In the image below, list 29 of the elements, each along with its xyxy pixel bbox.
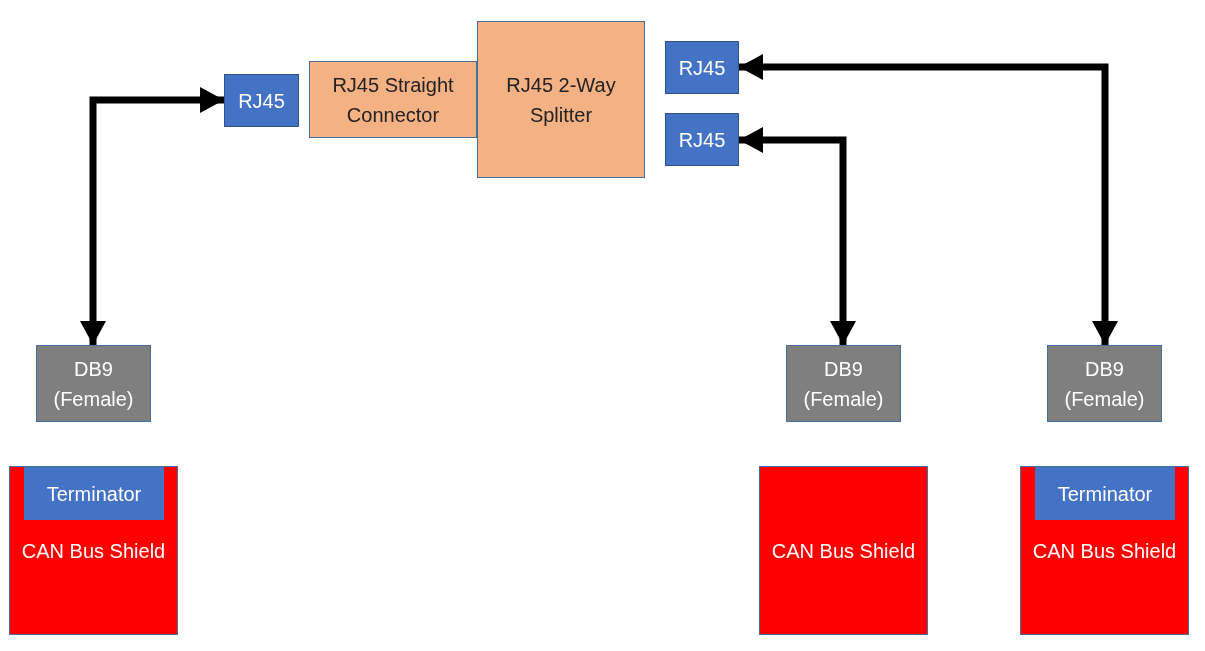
adapter-box (477, 21, 645, 178)
arrow (739, 54, 1118, 345)
arrow (739, 127, 856, 345)
terminator-box (1035, 467, 1175, 520)
board-box (1020, 466, 1189, 635)
box-label: RJ45 (237, 88, 286, 114)
connector-box (1047, 345, 1162, 422)
terminator-box (24, 467, 164, 520)
box-label: CAN Bus Shield (1031, 538, 1178, 564)
box-label: CAN Bus Shield (20, 538, 167, 564)
box-label: RJ45 (677, 127, 727, 153)
box-label: RJ45 (677, 55, 727, 81)
box-label: DB9 (Female) (1063, 356, 1146, 412)
box-label: Terminator (1056, 481, 1154, 507)
box-label: RJ45 2-Way Splitter (505, 72, 617, 128)
connector-box (665, 41, 739, 94)
box-label: CAN Bus Shield (770, 538, 917, 564)
arrow (80, 87, 224, 345)
box-label: RJ45 Straight Connector (331, 72, 455, 128)
board-box (759, 466, 928, 635)
board-box (9, 466, 178, 635)
connector-box (665, 113, 739, 166)
box-label: DB9 (Female) (802, 356, 885, 412)
connector-box (36, 345, 151, 422)
adapter-box (309, 61, 477, 138)
box-label: DB9 (Female) (52, 356, 135, 412)
connector-box (786, 345, 901, 422)
connector-box (224, 74, 299, 127)
box-label: Terminator (45, 481, 143, 507)
